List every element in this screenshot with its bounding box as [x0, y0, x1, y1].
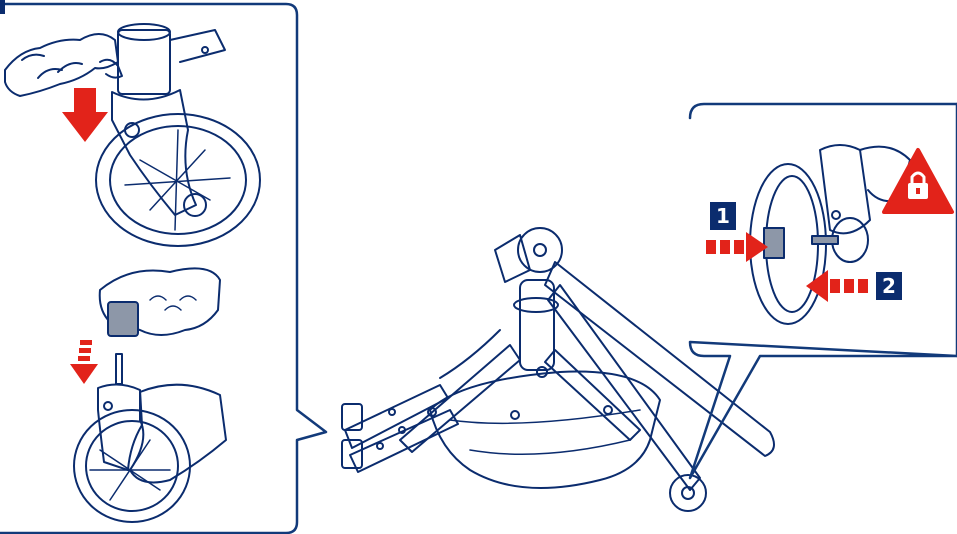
- bottom-pin: [116, 354, 122, 384]
- stroller-rear-wheel: [670, 475, 706, 511]
- top-fork: [112, 90, 196, 215]
- folded-stroller: [342, 228, 774, 511]
- arrow-right-dashed-icon: [706, 232, 768, 262]
- basket-folds: [450, 410, 640, 454]
- frame-rivet-3: [604, 406, 612, 414]
- bottom-red-dashed-arrow: [70, 340, 98, 384]
- stroller-handle-clip: [495, 235, 530, 282]
- step-2-label: 2: [876, 272, 902, 300]
- top-wheel-spokes: [125, 130, 230, 230]
- bottom-fork: [98, 384, 142, 470]
- bottom-wheel-assembly: [70, 268, 226, 522]
- bottom-fork-rivet: [104, 402, 112, 410]
- right-detail-panel: [690, 104, 957, 478]
- left-leg-rivet-c: [377, 443, 383, 449]
- left-leg-rivet-a: [389, 409, 395, 415]
- right-fork-rivet: [832, 211, 840, 219]
- bottom-hand-knuckles: [150, 296, 196, 310]
- top-hand: [5, 34, 118, 96]
- top-frame-stub: [170, 30, 225, 62]
- top-frame-rivet: [202, 47, 208, 53]
- right-fork: [820, 145, 870, 233]
- stroller-brace: [440, 330, 500, 378]
- left-leg-rivet-b: [399, 427, 405, 433]
- lock-warning-icon: [884, 150, 952, 212]
- right-grey-lever: [764, 228, 784, 258]
- left-panel-corner-tab: [0, 0, 5, 14]
- step-1-label: 1: [710, 202, 736, 230]
- stroller-basket: [430, 372, 660, 488]
- stroller-front-leg-a: [400, 345, 520, 452]
- bottom-grey-block: [108, 302, 138, 336]
- stroller-front-leg-b: [545, 350, 640, 440]
- top-hand-fingers: [22, 55, 82, 78]
- frame-rivet-2: [511, 411, 519, 419]
- left-panel-border: [0, 4, 326, 533]
- frame-rivet-4: [537, 367, 547, 377]
- top-wheel-assembly: [5, 24, 260, 246]
- stroller-right-frame: [545, 262, 774, 456]
- top-leg-tube-top: [118, 24, 170, 40]
- left-detail-panel: [0, 0, 326, 533]
- top-red-arrow: [62, 88, 108, 142]
- right-axle-pin: [812, 236, 838, 244]
- top-hinge-rivet: [534, 244, 546, 256]
